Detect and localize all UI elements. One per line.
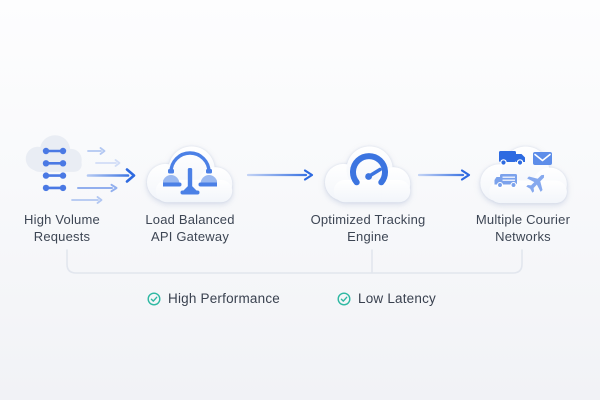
stage-label-line2: API Gateway: [150, 229, 230, 244]
truck-icon: [499, 151, 525, 166]
stage-label-line1: Multiple Courier: [475, 212, 571, 227]
plane-icon: [526, 174, 545, 193]
stage-label-line1: Load Balanced: [145, 212, 235, 227]
speedometer-icon: [350, 153, 388, 186]
flow-arrow: [417, 169, 471, 181]
van-icon: [494, 174, 517, 189]
grouping-bracket: [66, 249, 523, 274]
flow-arrow-streams: [71, 147, 136, 204]
stage-3-label: Optimized Tracking Engine: [293, 211, 443, 245]
feature-high-performance: High Performance: [147, 291, 280, 306]
stage-label-line1: Optimized Tracking: [310, 212, 426, 227]
stage-4-label: Multiple Courier Networks: [448, 211, 598, 245]
check-circle-icon: [337, 291, 351, 306]
envelope-icon: [533, 152, 552, 165]
stage-label-line2: Networks: [495, 229, 551, 244]
feature-low-latency: Low Latency: [337, 291, 436, 306]
feature-label: Low Latency: [358, 291, 436, 306]
load-balancer-icon: [163, 151, 217, 195]
stage-label-line2: Requests: [33, 229, 91, 244]
courier-network-icons: [494, 151, 552, 193]
request-streams-icon: [42, 147, 67, 192]
stage-2-label: Load Balanced API Gateway: [115, 211, 265, 245]
stage-label-line1: High Volume: [24, 212, 100, 227]
stage-label-line2: Engine: [347, 229, 389, 244]
stage-1-label: High Volume Requests: [0, 211, 137, 245]
feature-label: High Performance: [168, 291, 280, 306]
check-circle-icon: [147, 291, 161, 306]
flow-arrow: [246, 169, 314, 181]
